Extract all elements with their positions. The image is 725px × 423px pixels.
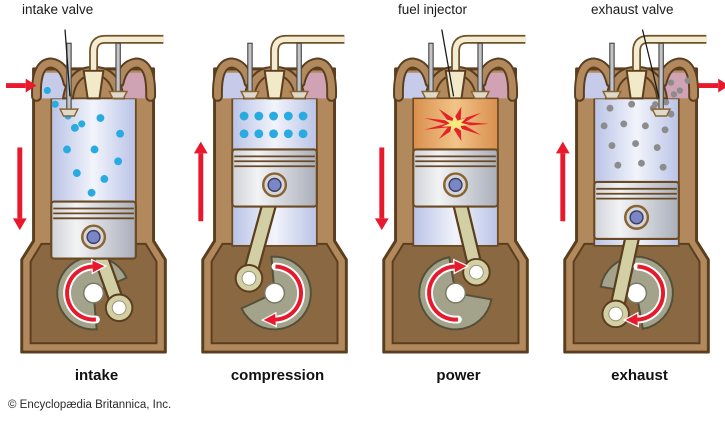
head-wall-left-fill [33,59,72,100]
head-wall-left-fill [214,59,253,100]
engine-cross-section [549,0,725,356]
gas-flow-arrow [6,78,37,93]
piston-motion-arrow [12,147,27,231]
combustion-flash-inner [441,115,471,133]
stroke-label: power [436,367,481,384]
fuel-line-fill [271,36,345,73]
crank-center-hole [444,282,467,304]
piston-motion-arrow [374,147,389,231]
exhaust-valve [289,42,310,100]
head-wall-right-fill [296,59,336,100]
fuel-line-fill [452,36,526,73]
fuel-line-fill [633,36,707,73]
exhaust-valve [108,42,129,100]
intake-valve [601,42,623,100]
crank-rotation-arrow [425,258,470,324]
head-wall-right-fill [115,59,155,100]
callout-leader-line [64,29,71,97]
intake-valve [239,42,261,100]
engine-cross-section [187,0,368,356]
stroke-label: exhaust [611,367,668,384]
piston-motion-arrow [193,141,208,222]
crank-journal-hole [241,270,257,286]
intake-port-dots [43,86,86,128]
crank-rotation-arrow [63,258,108,324]
crank-journal-hole [469,264,484,280]
engine-panel-compression: compression [187,0,368,423]
piston-pin-center [448,177,463,193]
intake-valve [420,42,442,100]
engine-panel-intake: intake valve intake [6,0,187,423]
head-arch [604,65,669,100]
fuel-injector [82,69,105,100]
engine-cross-section [6,0,187,356]
crank-journal-hole [111,300,127,316]
callout-leader-line [441,29,455,97]
engine-cross-section [368,0,549,356]
exhaust-valve [470,42,491,100]
stroke-label: compression [230,367,325,384]
fuel-line-fill [90,36,164,73]
engine-panel-exhaust: exhaust valve exhaust [549,0,725,423]
gas-flow-arrow [698,78,725,93]
piston-pin-center [629,210,644,225]
crank-rotation-arrow [260,262,306,328]
head-wall-left-fill [576,59,615,100]
head-wall-right-fill [477,59,517,100]
crank-rotation-arrow [622,262,668,328]
part-callout-label: exhaust valve [591,2,674,17]
piston-pin-center [267,177,282,193]
crank-center-hole [82,282,105,304]
exhaust-port-dots [652,77,691,108]
fuel-injector [625,69,648,100]
compressed-mixture-dots [239,111,308,139]
copyright-notice: © Encyclopædia Britannica, Inc. [8,399,172,411]
mixture-dots [63,114,125,197]
part-callout-label: intake valve [22,2,94,17]
callout-leader-line [641,29,660,99]
stroke-label: intake [74,367,119,384]
engine-panel-power: fuel injector power [368,0,549,423]
crank-center-hole [263,282,286,304]
head-wall-left-fill [395,59,434,100]
piston-pin-center [86,229,101,245]
head-wall-right-fill [658,59,698,100]
fuel-injector [263,69,286,100]
crank-journal-hole [608,306,624,322]
exhaust-valve [651,42,672,117]
piston-motion-arrow [555,141,570,222]
fuel-injector [444,69,467,100]
part-callout-label: fuel injector [398,2,468,17]
exhaust-gas-dots [600,100,675,171]
